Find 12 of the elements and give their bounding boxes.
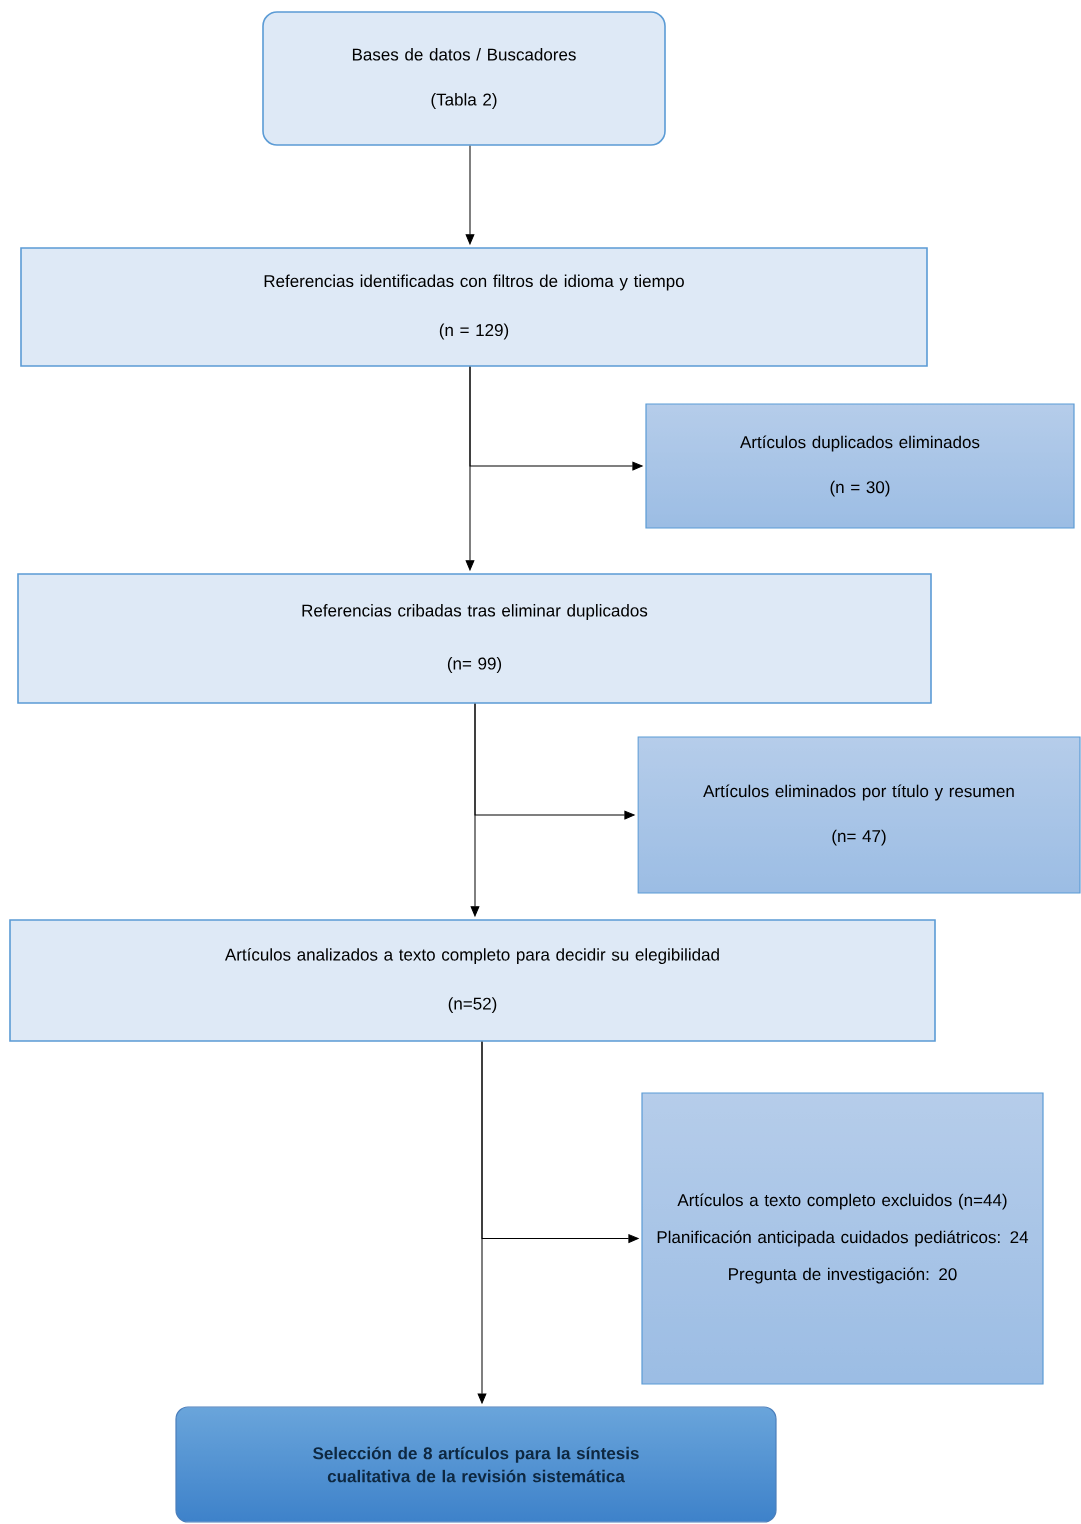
arrow [474,703,635,820]
start-box: Bases de datos / Buscadores (Tabla 2) [262,11,666,146]
exclusion-box: Artículos eliminados por título y resumen (n= 47) [637,736,1081,894]
result-box: Selección de 8 artículos para la síntesis cualitativa de la revisión sistemática [175,1406,777,1523]
exclusion-box: Artículos duplicados eliminados (n = 30) [645,403,1075,529]
process-box: Referencias identificadas con filtros de idioma y tiempo (n = 129) [20,247,928,367]
process-box: Referencias cribadas tras eliminar duplicados (n= 99) [17,573,932,704]
arrow [481,1041,639,1243]
process-box: Artículos analizados a texto completo para decidir su elegibilidad (n=52) [9,919,936,1042]
arrow [465,145,475,245]
arrow [469,366,643,471]
exclusion-box: Artículos a texto completo excluidos (n=44) Planificación anticipada cuidados pediátricos: 24 Pregunta de investigación: 20 [641,1092,1044,1385]
